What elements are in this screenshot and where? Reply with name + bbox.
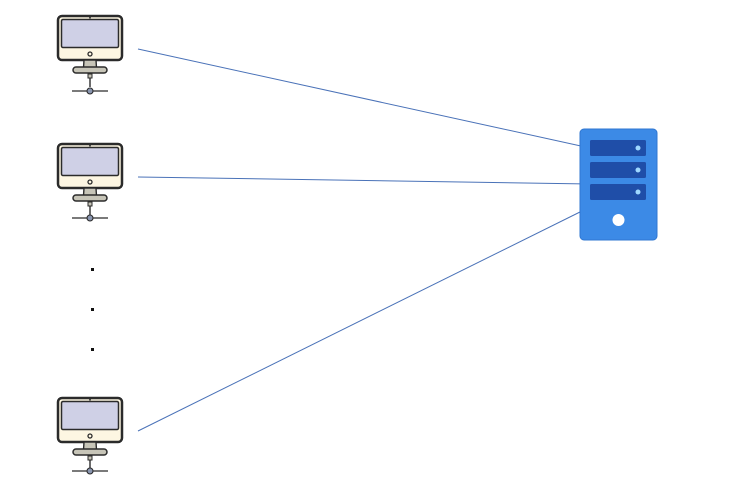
server-led-icon bbox=[635, 189, 641, 195]
vertical-ellipsis bbox=[91, 268, 94, 351]
desktop-computer-icon bbox=[56, 142, 124, 222]
server-drive-bay bbox=[590, 184, 646, 200]
desktop-computer-icon bbox=[56, 396, 124, 475]
client-computer-2 bbox=[56, 142, 124, 222]
client-computer-3 bbox=[56, 396, 124, 475]
connection-line-client-2 bbox=[137, 176, 591, 185]
ellipsis-dot bbox=[91, 308, 94, 311]
server-led-icon bbox=[635, 145, 641, 151]
server-power-button-icon bbox=[612, 214, 625, 226]
ellipsis-dot bbox=[91, 348, 94, 351]
server-led-icon bbox=[635, 167, 641, 173]
desktop-computer-icon bbox=[56, 14, 124, 95]
connections bbox=[137, 48, 591, 432]
server bbox=[579, 128, 658, 241]
client-computer-1 bbox=[56, 14, 124, 95]
server-drive-bay bbox=[590, 140, 646, 156]
server-icon bbox=[579, 128, 658, 241]
server-drive-bay bbox=[590, 162, 646, 178]
connection-line-client-1 bbox=[137, 48, 591, 149]
ellipsis-dot bbox=[91, 268, 94, 271]
connection-line-client-3 bbox=[137, 209, 585, 432]
